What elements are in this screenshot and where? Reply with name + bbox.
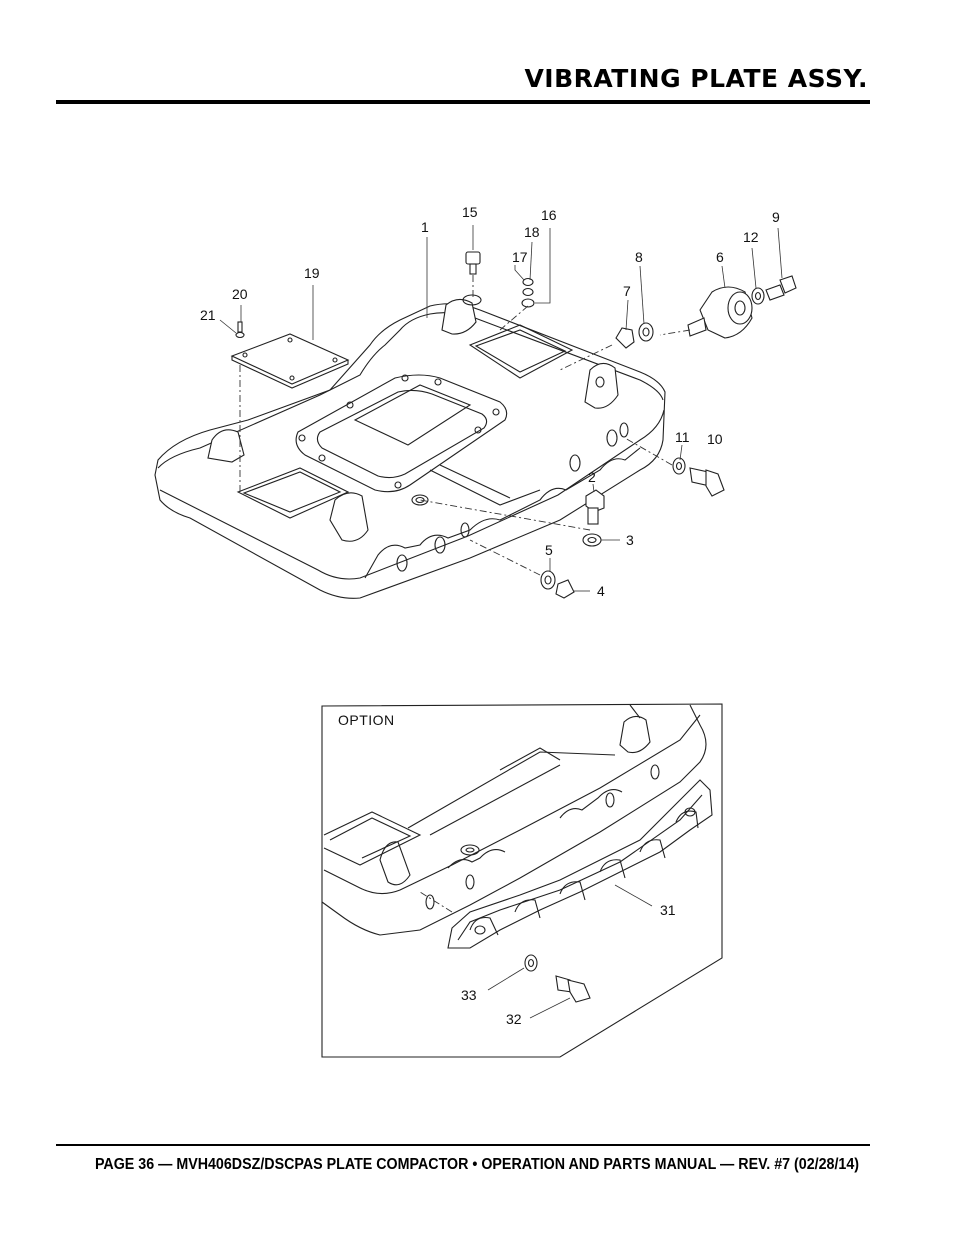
- base-plate-drawing: [154, 294, 666, 599]
- callout-4: 4: [597, 583, 605, 599]
- callout-2: 2: [588, 469, 596, 485]
- callout-1: 1: [421, 219, 429, 235]
- cover-plate-drawing: [230, 321, 350, 389]
- callout-19: 19: [304, 265, 320, 281]
- callout-8: 8: [635, 249, 643, 265]
- leader-lines: [219, 225, 783, 592]
- callout-32: 32: [506, 1011, 522, 1027]
- callout-9: 9: [772, 209, 780, 225]
- callout-20: 20: [232, 286, 248, 302]
- option-label: OPTION: [338, 712, 395, 728]
- option-leaders: [487, 884, 653, 1019]
- callout-17: 17: [512, 249, 528, 265]
- callout-6: 6: [716, 249, 724, 265]
- callout-31: 31: [660, 902, 676, 918]
- main-callouts: 15 1 18 17 16 9 12 8 6 7 19 20 21 11 10 …: [200, 204, 780, 599]
- callout-12: 12: [743, 229, 759, 245]
- footer-rule: [56, 1144, 870, 1146]
- callout-3: 3: [626, 532, 634, 548]
- callout-16: 16: [541, 207, 557, 223]
- option-frame: [321, 703, 723, 1058]
- callout-18: 18: [524, 224, 540, 240]
- callout-11: 11: [675, 429, 690, 445]
- hardware-parts: [465, 251, 797, 599]
- side-guard-drawing: [419, 779, 713, 1003]
- callout-5: 5: [545, 542, 553, 558]
- page-title: VIBRATING PLATE ASSY.: [524, 64, 868, 93]
- callout-10: 10: [707, 431, 723, 447]
- callout-15: 15: [462, 204, 478, 220]
- assembly-lines: [239, 275, 691, 576]
- callout-7: 7: [623, 283, 631, 299]
- option-plate-drawing: [321, 704, 707, 936]
- header-rule: [56, 100, 870, 104]
- page-footer: PAGE 36 — MVH406DSZ/DSCPAS PLATE COMPACT…: [94, 1156, 860, 1173]
- callout-33: 33: [461, 987, 477, 1003]
- callout-21: 21: [200, 307, 216, 323]
- option-callouts: OPTION 31 33 32: [338, 712, 676, 1027]
